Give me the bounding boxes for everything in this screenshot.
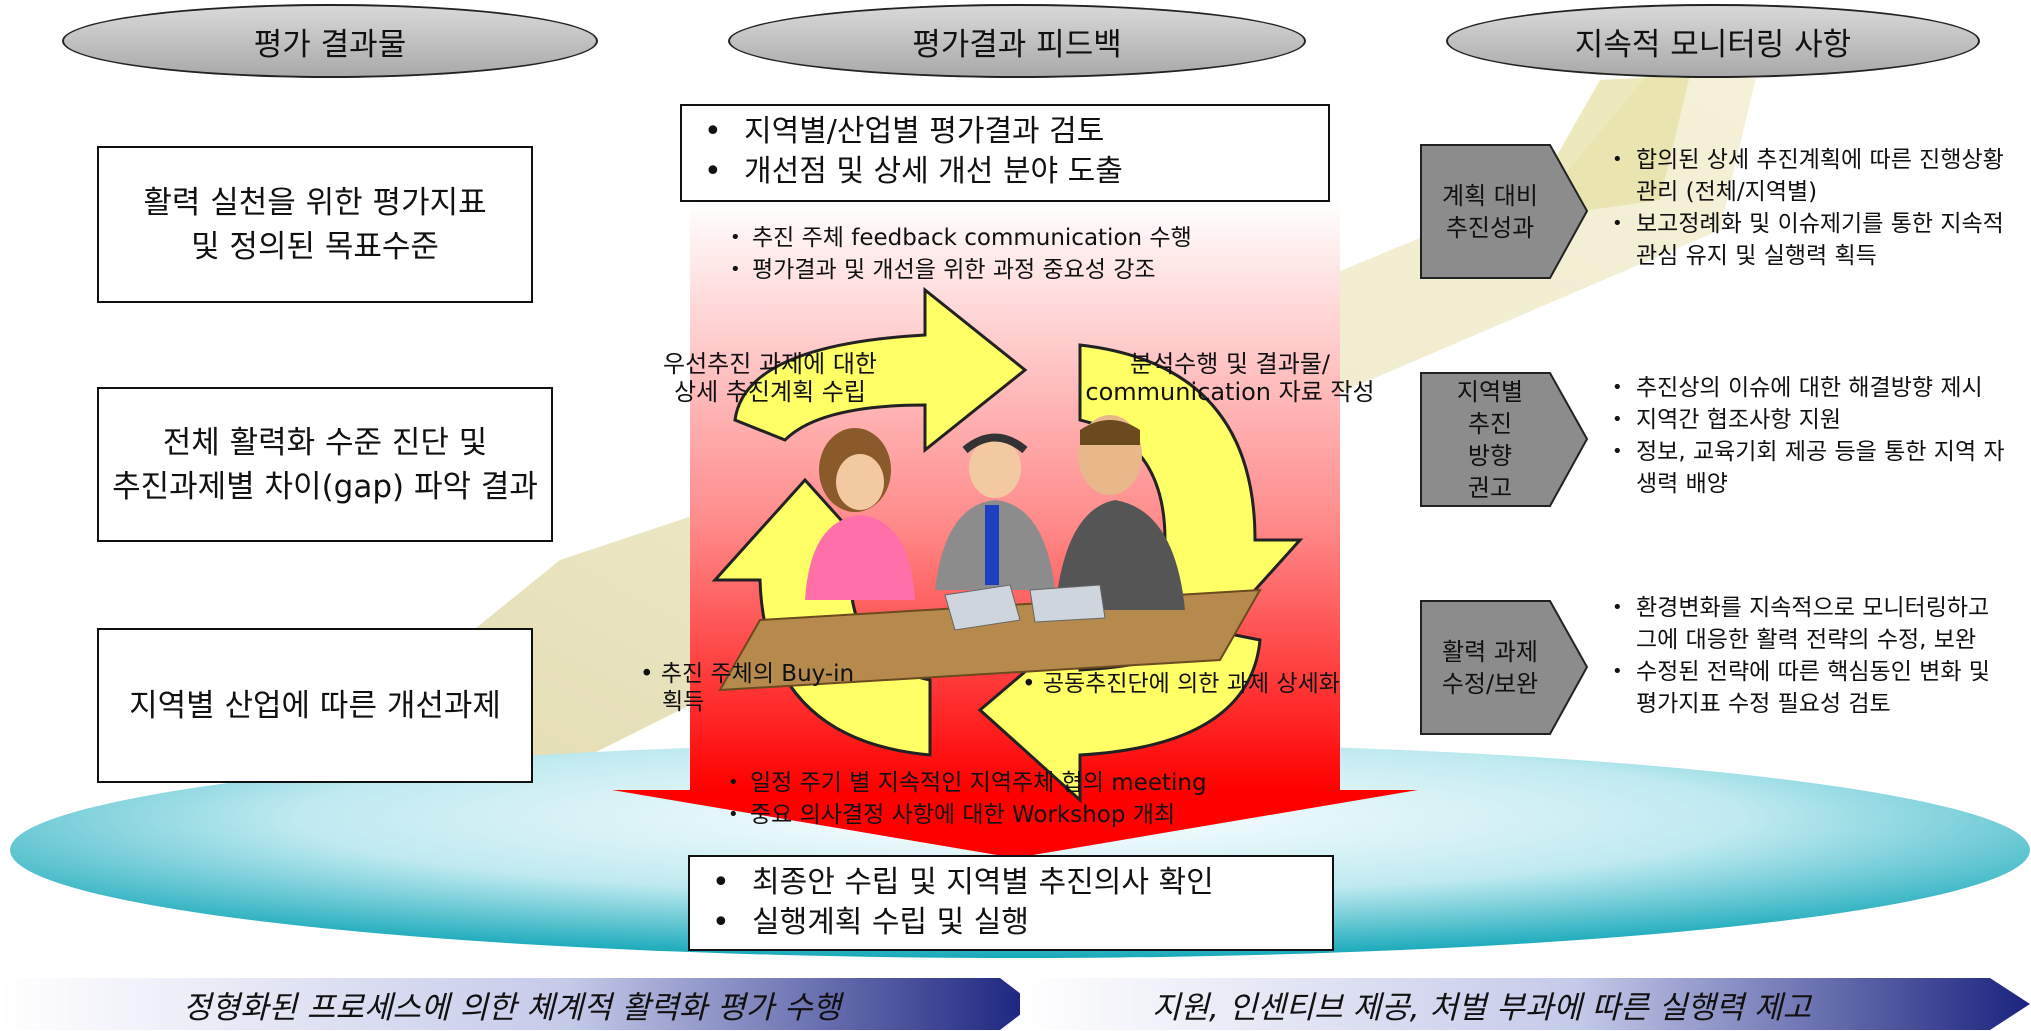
footer-left-arrow: 정형화된 프로세스에 의한 체계적 활력화 평가 수행 (0, 978, 1035, 1031)
center-bottom-item-1: 최종안 수립 및 지역별 추진의사 확인 (712, 863, 1310, 903)
center-bottom-note-2: 중요 의사결정 사항에 대한 Workshop 개최 (728, 799, 1348, 831)
right-list-3: 환경변화를 지속적으로 모니터링하고 그에 대응한 활력 전략의 수정, 보완 … (1612, 592, 2017, 720)
right-list-2-item-1: 추진상의 이슈에 대한 해결방향 제시 (1612, 372, 2017, 404)
center-top-notes: 추진 주체 feedback communication 수행 평가결과 및 개… (730, 222, 1290, 286)
header-right-label: 지속적 모니터링 사항 (1574, 26, 1852, 63)
header-left-oval: 평가 결과물 (62, 4, 598, 78)
cycle-label-bottom-right-text: • 공동추진단에 의한 과제 상세화 (1022, 671, 1340, 697)
center-bottom-item-2: 실행계획 수립 및 실행 (712, 903, 1310, 943)
right-list-2-item-3: 정보, 교육기회 제공 등을 통한 지역 자생력 배양 (1612, 436, 2017, 500)
cycle-label-top-left-line2: 상세 추진계획 수립 (674, 378, 866, 406)
footer-right-arrow: 지원, 인센티브 제공, 처벌 부과에 따른 실행력 제고 (1020, 978, 2031, 1031)
left-box-2-line1: 전체 활력화 수준 진단 및 (162, 424, 488, 461)
right-list-1-item-1: 합의된 상세 추진계획에 따른 진행상황 관리 (전체/지역별) (1612, 144, 2017, 208)
cycle-label-bottom-left-line1: • 추진 주체의 Buy-in (640, 661, 855, 687)
left-box-2-line2: 추진과제별 차이(gap) 파악 결과 (112, 468, 538, 505)
cycle-label-top-left: 우선추진 과제에 대한 상세 추진계획 수립 (620, 350, 920, 406)
right-tag-2-line1: 지역별 (1456, 377, 1524, 406)
left-box-1-line2: 및 정의된 목표수준 (191, 228, 439, 265)
left-box-1: 활력 실천을 위한 평가지표 및 정의된 목표수준 (97, 146, 533, 303)
header-left-label: 평가 결과물 (253, 26, 407, 63)
right-tag-3-line2: 수정/보완 (1441, 669, 1539, 698)
right-tag-2-line4: 권고 (1467, 473, 1513, 502)
center-top-box: 지역별/산업별 평가결과 검토 개선점 및 상세 개선 분야 도출 (680, 104, 1330, 202)
right-tag-1: 계획 대비 추진성과 (1420, 144, 1588, 279)
footer-left-text: 정형화된 프로세스에 의한 체계적 활력화 평가 수행 (183, 990, 842, 1026)
center-bottom-box: 최종안 수립 및 지역별 추진의사 확인 실행계획 수립 및 실행 (688, 855, 1334, 951)
left-box-3-line1: 지역별 산업에 따른 개선과제 (129, 687, 501, 724)
cycle-label-bottom-right: • 공동추진단에 의한 과제 상세화 (1022, 670, 1402, 698)
right-list-3-item-1: 환경변화를 지속적으로 모니터링하고 그에 대응한 활력 전략의 수정, 보완 (1612, 592, 2017, 656)
header-center-oval: 평가결과 피드백 (728, 4, 1306, 78)
center-bottom-note-1: 일정 주기 별 지속적인 지역주체 협의 meeting (728, 767, 1348, 799)
meeting-illustration (718, 415, 1262, 692)
right-list-3-item-2: 수정된 전략에 따른 핵심동인 변화 및 평가지표 수정 필요성 검토 (1612, 656, 2017, 720)
right-tag-2: 지역별 추진 방향 권고 (1420, 372, 1588, 507)
cycle-label-top-left-line1: 우선추진 과제에 대한 (663, 350, 877, 378)
right-list-2-item-2: 지역간 협조사항 지원 (1612, 404, 2017, 436)
right-tag-3: 활력 과제 수정/보완 (1420, 600, 1588, 735)
right-tag-1-line2: 추진성과 (1445, 213, 1535, 242)
left-box-1-line1: 활력 실천을 위한 평가지표 (143, 184, 487, 221)
left-box-2: 전체 활력화 수준 진단 및 추진과제별 차이(gap) 파악 결과 (97, 387, 553, 542)
cycle-label-top-right-line2: communication 자료 작성 (1085, 378, 1375, 406)
center-top-note-2: 평가결과 및 개선을 위한 과정 중요성 강조 (730, 254, 1290, 286)
center-top-item-2: 개선점 및 상세 개선 분야 도출 (704, 152, 1306, 192)
cycle-label-bottom-left: • 추진 주체의 Buy-in 획득 (640, 660, 910, 716)
right-list-1: 합의된 상세 추진계획에 따른 진행상황 관리 (전체/지역별) 보고정례화 및… (1612, 144, 2017, 272)
right-list-2: 추진상의 이슈에 대한 해결방향 제시 지역간 협조사항 지원 정보, 교육기회… (1612, 372, 2017, 500)
right-tag-3-line1: 활력 과제 (1442, 637, 1538, 666)
left-box-3: 지역별 산업에 따른 개선과제 (97, 628, 533, 783)
right-tag-2-line3: 방향 (1467, 441, 1513, 470)
center-bottom-notes: 일정 주기 별 지속적인 지역주체 협의 meeting 중요 의사결정 사항에… (728, 767, 1348, 831)
right-tag-2-line2: 추진 (1467, 409, 1513, 438)
header-right-oval: 지속적 모니터링 사항 (1446, 4, 1980, 78)
footer-right-text: 지원, 인센티브 제공, 처벌 부과에 따른 실행력 제고 (1152, 990, 1812, 1026)
cycle-label-top-right-line1: 분석수행 및 결과물/ (1130, 350, 1330, 378)
header-center-label: 평가결과 피드백 (912, 26, 1122, 63)
cycle-label-bottom-left-line2: 획득 (662, 689, 705, 715)
center-top-note-1: 추진 주체 feedback communication 수행 (730, 222, 1290, 254)
right-list-1-item-2: 보고정례화 및 이슈제기를 통한 지속적 관심 유지 및 실행력 획득 (1612, 208, 2017, 272)
center-top-item-1: 지역별/산업별 평가결과 검토 (704, 112, 1306, 152)
right-tag-1-line1: 계획 대비 (1442, 181, 1538, 210)
cycle-label-top-right: 분석수행 및 결과물/ communication 자료 작성 (1070, 350, 1390, 406)
